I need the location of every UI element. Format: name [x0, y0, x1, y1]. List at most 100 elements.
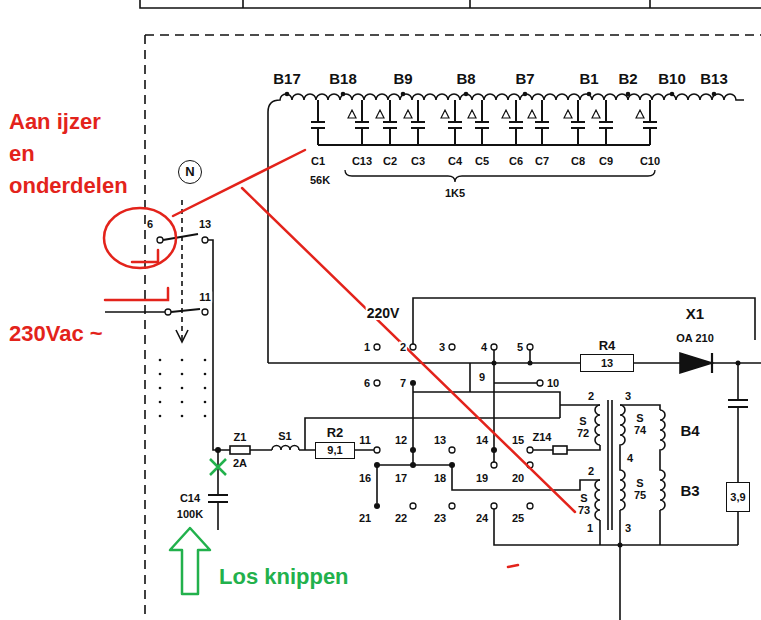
- switch-dot: [159, 387, 162, 390]
- terminal-number: 19: [475, 473, 489, 484]
- terminal-number: S1: [277, 431, 292, 442]
- junction-dot: [712, 92, 717, 97]
- terminal: [157, 237, 163, 243]
- pointer-arrow: [170, 528, 210, 594]
- terminal: [410, 344, 416, 350]
- switch-dot: [159, 401, 162, 404]
- terminal-number: 13: [198, 219, 212, 230]
- terminal-number: 25: [511, 513, 525, 524]
- part-label: C9: [598, 156, 614, 167]
- coil-tap-label: X1: [685, 306, 705, 321]
- terminal-number: 23: [433, 513, 447, 524]
- voltage-label: 220V: [366, 306, 401, 320]
- switch-dot: [159, 359, 162, 362]
- part-label: C5: [474, 156, 490, 167]
- terminal-number: 24: [475, 513, 489, 524]
- wiring: [105, 0, 761, 620]
- terminal: [202, 309, 208, 315]
- terminal-number: 4: [626, 453, 634, 464]
- part-value: 3,9: [730, 491, 745, 503]
- part-label: C2: [382, 156, 398, 167]
- terminal-number: 13: [433, 435, 447, 446]
- part-label: C10: [639, 156, 661, 167]
- markup-line: [105, 288, 168, 300]
- junction-dot: [670, 92, 675, 97]
- terminal-number: 21: [358, 513, 372, 524]
- coil-tap-label: B13: [699, 71, 729, 86]
- winding-label: S 75: [633, 478, 647, 501]
- red-markup: [104, 150, 575, 567]
- resistor-box: R29,1: [315, 442, 355, 459]
- coil-tap-label: B18: [328, 71, 358, 86]
- junction-dot: [618, 543, 623, 548]
- switch-dot: [181, 401, 184, 404]
- annotation: Aan ijzer en onderdelen: [8, 106, 132, 202]
- terminal: [410, 503, 416, 509]
- node-letter: N: [185, 165, 194, 179]
- markup-line: [508, 565, 518, 567]
- terminal: [491, 503, 497, 509]
- junction-dot: [626, 92, 631, 97]
- terminal-number: 20: [511, 473, 525, 484]
- terminal: [491, 344, 497, 350]
- terminal: [202, 237, 208, 243]
- junction-dot: [523, 92, 528, 97]
- switch-dot: [204, 387, 207, 390]
- terminal: [374, 447, 380, 453]
- terminal-number: 16: [358, 473, 372, 484]
- annotation: 230Vac ~: [8, 323, 104, 345]
- terminal-number: 7: [399, 378, 407, 389]
- coil-symbol: [268, 94, 744, 363]
- part-label: C1: [310, 156, 326, 167]
- junction-dot: [215, 447, 221, 453]
- neutral-marker: N: [178, 160, 202, 184]
- annotation: Los knippen: [218, 566, 350, 588]
- part-label: R2: [327, 426, 344, 440]
- switch-dot: [204, 373, 207, 376]
- terminal: [449, 503, 455, 509]
- switch-dot: [181, 373, 184, 376]
- terminal: [527, 503, 533, 509]
- junction-dot: [736, 361, 741, 366]
- terminal: [537, 380, 543, 386]
- fuse-symbol: [230, 446, 250, 454]
- frame-line: [140, 0, 761, 8]
- junction-dot: [374, 503, 380, 509]
- pointer-line: [242, 188, 575, 512]
- junction-dot: [464, 92, 469, 97]
- switch-dot: [204, 415, 207, 418]
- terminal: [374, 380, 380, 386]
- diode-symbol: [711, 353, 713, 373]
- trimmer-mark: [348, 110, 644, 118]
- winding-label: S 72: [576, 416, 590, 439]
- switch-dot: [181, 415, 184, 418]
- switch-dot: [181, 359, 184, 362]
- terminal-number: 2A: [232, 458, 248, 469]
- terminal-number: 3: [438, 342, 446, 353]
- transformer-core: [608, 400, 612, 530]
- part-label: C3: [410, 156, 426, 167]
- highlight-circle: [104, 208, 176, 268]
- winding-label: S 74: [633, 413, 647, 436]
- coil-tap-label: B4: [679, 423, 700, 438]
- terminal: [491, 462, 497, 468]
- part-label: C14: [179, 493, 201, 504]
- terminal: [527, 344, 533, 350]
- resistor-box: 3,9: [726, 482, 750, 512]
- switch-dot: [204, 401, 207, 404]
- fuse-symbol: [553, 446, 567, 454]
- part-label: C8: [570, 156, 586, 167]
- winding-symbol: [272, 405, 665, 520]
- coil-tap-label: B10: [657, 71, 687, 86]
- junction-dot: [410, 380, 416, 386]
- coil-tap-label: B9: [392, 71, 413, 86]
- coil-tap-label: B7: [514, 71, 535, 86]
- terminal-number: 1: [586, 523, 594, 534]
- terminal-number: 10: [546, 378, 560, 389]
- junction-dot: [341, 92, 346, 97]
- switch-actuator: [181, 200, 183, 340]
- terminal-number: 9: [478, 372, 486, 383]
- terminal: [527, 447, 533, 453]
- terminal-number: 3: [624, 523, 632, 534]
- diode-symbol: [680, 353, 712, 373]
